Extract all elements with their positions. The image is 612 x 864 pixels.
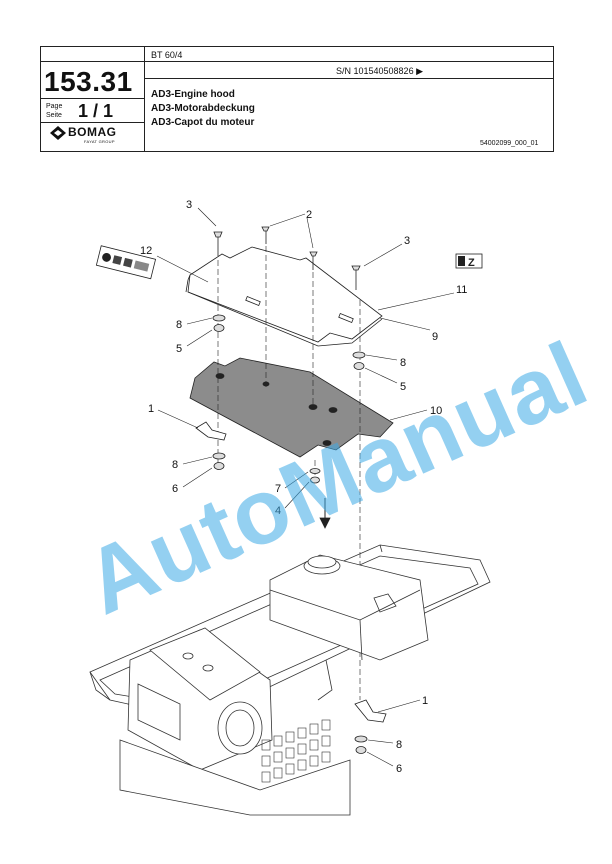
callout-10: 10 xyxy=(430,405,442,417)
callout-8: 8 xyxy=(400,357,406,369)
engine-hood-cover xyxy=(187,246,383,343)
callout-3: 3 xyxy=(404,235,410,247)
callout-8: 8 xyxy=(172,459,178,471)
page-label-en: Page xyxy=(46,103,63,110)
callout-6: 6 xyxy=(172,483,178,495)
page-value: 1 / 1 xyxy=(78,101,114,121)
model-name: BT 60/4 xyxy=(151,50,183,60)
title-block: 153.31 Page Seite 1 / 1 BOMAG FAYAT GROU… xyxy=(40,46,554,152)
drawing-reference: 54002099_000_01 xyxy=(480,140,539,147)
page-label-de: Seite xyxy=(46,112,62,119)
watermark-container: AutoManual xyxy=(70,323,602,634)
bomag-logo-icon xyxy=(50,126,66,140)
brand-subtitle: FAYAT GROUP xyxy=(84,139,115,144)
warning-decal-icon xyxy=(95,245,157,280)
insulation-mat xyxy=(189,357,394,458)
svg-text:Z: Z xyxy=(468,257,475,269)
callout-6: 6 xyxy=(396,763,402,775)
callout-9: 9 xyxy=(432,331,438,343)
callout-5: 5 xyxy=(400,381,406,393)
callout-4: 4 xyxy=(275,505,281,517)
callout-1: 1 xyxy=(148,403,154,415)
info-decal-icon: Z xyxy=(455,253,483,269)
callout-7: 7 xyxy=(275,483,281,495)
callout-5: 5 xyxy=(176,343,182,355)
callout-12: 12 xyxy=(140,245,152,257)
title-en: AD3-Engine hood xyxy=(151,89,235,100)
callout-3: 3 xyxy=(186,199,192,211)
title-de: AD3-Motorabdeckung xyxy=(151,103,255,114)
part-number: 153.31 xyxy=(44,66,133,97)
callout-1: 1 xyxy=(422,695,428,707)
title-fr: AD3-Capot du moteur xyxy=(151,117,255,128)
callout-8: 8 xyxy=(396,739,402,751)
callout-8: 8 xyxy=(176,319,182,331)
screw-icon xyxy=(213,226,361,290)
brand-name: BOMAG xyxy=(68,125,117,139)
serial-number: S/N 101540508826 ▶ xyxy=(336,66,423,76)
callout-11: 11 xyxy=(456,284,467,296)
callout-2: 2 xyxy=(306,209,312,221)
